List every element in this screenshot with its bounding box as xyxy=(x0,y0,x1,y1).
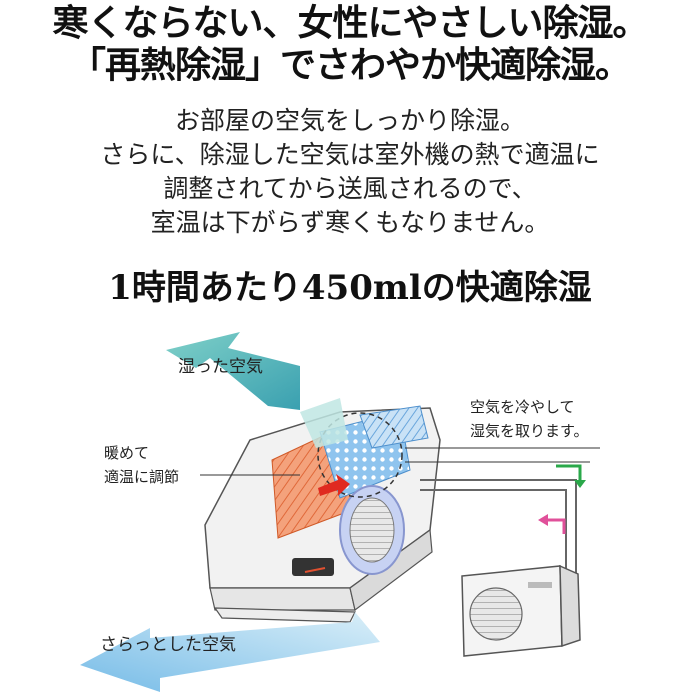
pipe-down-arrow xyxy=(574,480,586,488)
blower-fan xyxy=(339,485,405,575)
reheat-dehumidify-diagram: 湿った空気 暖めて 適温に調節 空気を冷やして 湿気を取ります。 さらっとした空… xyxy=(80,332,600,692)
label-warm-line-1: 暖めて xyxy=(104,444,149,462)
label-dry-air: さらっとした空気 xyxy=(100,635,236,655)
dehumidify-rate-heading: 1時間あたり450mlの快適除湿 xyxy=(108,268,592,308)
headline-line-2: 「再熱除湿」でさわやか快適除湿。 xyxy=(69,45,631,86)
outdoor-unit xyxy=(461,564,581,657)
dry-air-arrow xyxy=(80,612,380,692)
pipe-return-arrow xyxy=(538,514,548,526)
detail-highlight-circle xyxy=(317,412,403,498)
outdoor-fan-grill xyxy=(469,587,523,641)
headline-line-1: 寒くならない、女性にやさしい除湿。 xyxy=(52,3,648,44)
description-line-1: お部屋の空気をしっかり除湿。 xyxy=(174,106,525,135)
warm-arrow xyxy=(318,474,350,496)
description-line-3: 調整されてから送風されるので、 xyxy=(163,174,537,203)
label-cool-line-2: 湿気を取ります。 xyxy=(470,422,589,440)
description-line-4: 室温は下がらず寒くもなりません。 xyxy=(150,208,550,237)
label-warm-line-2: 適温に調節 xyxy=(104,468,179,486)
humid-air-arrow xyxy=(166,332,300,410)
label-cool-line-1: 空気を冷やして xyxy=(470,398,575,416)
display-panel xyxy=(292,558,334,576)
label-humid-air: 湿った空気 xyxy=(178,357,263,377)
description-line-2: さらに、除湿した空気は室外機の熱で適温に xyxy=(100,140,600,169)
